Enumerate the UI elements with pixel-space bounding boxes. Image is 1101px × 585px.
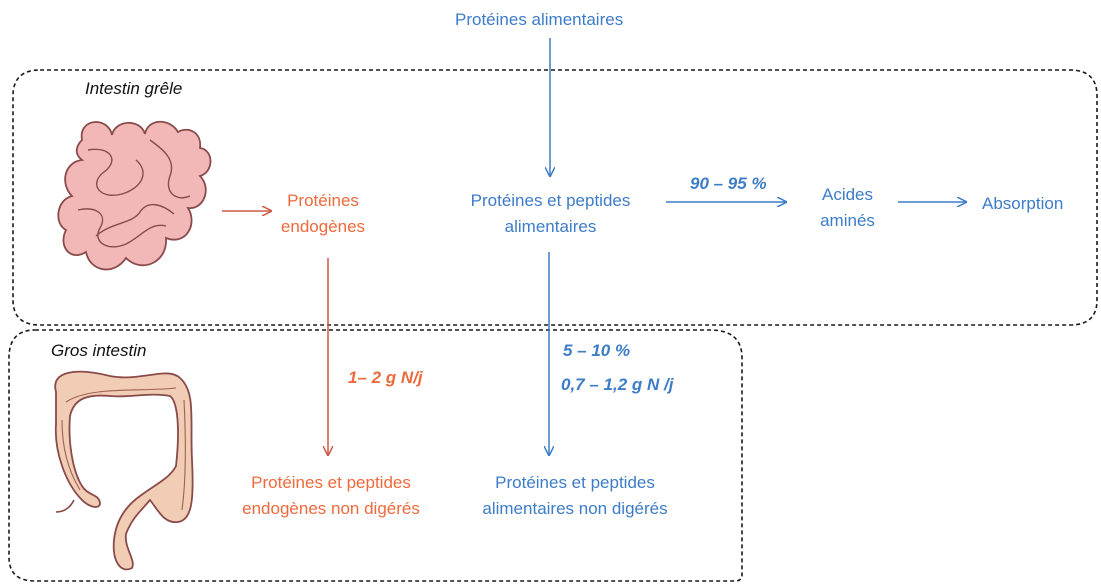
endogenous-flux-label: 1– 2 g N/j	[348, 368, 423, 387]
endogenous-proteins-line2: endogènes	[280, 217, 366, 236]
small-intestine-region-box	[12, 69, 1098, 326]
large-intestine-label: Gros intestin	[51, 341, 147, 360]
endogenous-undigested-line1: Protéines et peptides	[251, 473, 411, 492]
endogenous-undigested-node: Protéines et peptides endogènes non digé…	[214, 470, 448, 522]
dietary-undigested-node: Protéines et peptides alimentaires non d…	[450, 470, 700, 522]
large-intestine-region-box	[8, 329, 743, 582]
endogenous-proteins-line1: Protéines	[287, 191, 359, 210]
dietary-undigested-line2: alimentaires non digérés	[482, 499, 668, 518]
dietary-peptides-line2: alimentaires	[504, 217, 597, 236]
dietary-flux-label: 0,7 – 1,2 g N /j	[561, 375, 674, 394]
dietary-proteins-node: Protéines alimentaires	[455, 10, 624, 29]
small-intestine-label: Intestin grêle	[85, 79, 183, 98]
amino-acid-fraction-label: 90 – 95 %	[690, 174, 767, 193]
amino-acids-line1: Acides	[821, 185, 874, 204]
large-intestine-icon	[54, 370, 194, 571]
small-intestine-icon	[57, 120, 212, 271]
amino-acids-node: Acides aminés	[800, 182, 895, 234]
dietary-peptides-line1: Protéines et peptides	[470, 191, 631, 210]
dietary-undigested-line1: Protéines et peptides	[495, 473, 655, 492]
dietary-peptides-node: Protéines et peptides alimentaires	[438, 188, 663, 240]
absorption-node: Absorption	[982, 194, 1064, 213]
dietary-fraction-label: 5 – 10 %	[563, 341, 631, 360]
endogenous-undigested-line2: endogènes non digérés	[242, 499, 420, 518]
amino-acids-line2: aminés	[820, 211, 875, 230]
endogenous-proteins-node: Protéines endogènes	[258, 188, 388, 240]
